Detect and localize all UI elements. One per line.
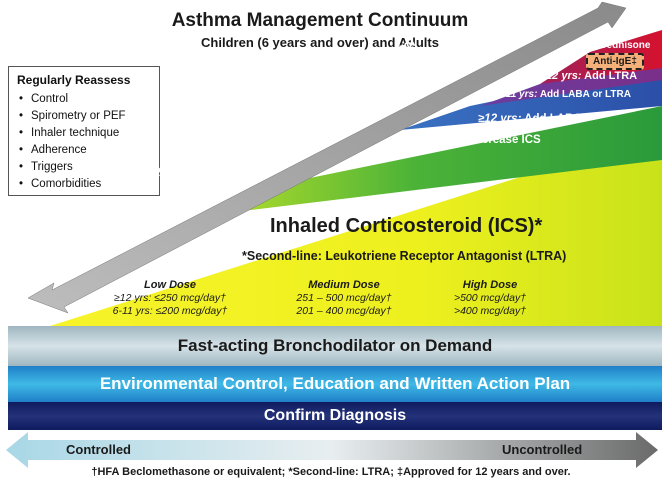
uncontrolled-label: Uncontrolled [502,442,583,457]
page-subtitle: Children (6 years and over) and Adults [201,35,439,50]
dose-line: >400 mcg/day† [453,305,527,317]
dose-high: High Dose >500 mcg/day† >400 mcg/day† [420,279,560,318]
step-laba-age: ≥12 yrs: [478,113,522,125]
step-ics-label: : Increase ICS [464,134,541,146]
dose-heading: Low Dose [144,279,196,291]
dose-line: 6-11 yrs: ≤200 mcg/day† [112,305,228,317]
dose-medium: Medium Dose 251 – 500 mcg/day† 201 – 400… [274,279,414,318]
anti-ige-badge: Anti-IgE‡ [586,53,644,70]
dose-line: ≥12 yrs: ≤250 mcg/day† [114,292,226,304]
adjust-therapy-arrow [27,1,627,314]
step-increase-ics: 6-11 yrs: Increase ICS [422,134,541,146]
step-ltra-age: ≥12 yrs: [540,70,582,82]
dose-heading: Medium Dose [308,279,380,291]
step-ics-age: 6-11 yrs [422,134,465,146]
reassess-list: Control Spirometry or PEF Inhaler techni… [17,91,151,193]
step-ltra-label: Add LTRA [584,70,638,82]
prednisone-label: Prednisone [596,40,651,51]
reassess-item: Inhaler technique [17,125,151,142]
dose-line: 201 – 400 mcg/day† [296,305,392,317]
reassess-title: Regularly Reassess [17,73,131,87]
reassess-item: Comorbidities [17,176,151,193]
step-laba-ltra: 6-11 yrs: Add LABA or LTRA [497,89,631,100]
dose-heading: High Dose [462,279,518,291]
step-laba-ltra-age: 6-11 yrs: [497,89,538,100]
band-fast-acting: Fast-acting Bronchodilator on Demand [8,326,662,366]
dose-line: 251 – 500 mcg/day† [296,292,392,304]
page-title: Asthma Management Continuum [171,10,469,31]
band-confirm-diagnosis: Confirm Diagnosis [8,402,662,430]
reassess-item: Control [17,91,151,108]
ics-title: Inhaled Corticosteroid (ICS)* [270,215,543,237]
step-laba: ≥12 yrs: Add LABA* [478,113,586,125]
reassess-item: Triggers [17,159,151,176]
dose-low: Low Dose ≥12 yrs: ≤250 mcg/day† 6-11 yrs… [100,279,240,318]
dose-line: >500 mcg/day† [453,292,527,304]
ics-wedge [50,132,662,326]
green-band [210,106,662,215]
step-laba-ltra-label: Add LABA or LTRA [539,89,631,100]
control-arrow [6,432,658,468]
step-laba-label: Add LABA* [524,113,587,125]
regularly-reassess-box: Regularly Reassess Control Spirometry or… [8,66,160,196]
controlled-label: Controlled [66,442,131,457]
step-ltra: ≥12 yrs: Add LTRA [540,70,637,82]
reassess-item: Spirometry or PEF [17,108,151,125]
ics-subtitle: *Second-line: Leukotriene Receptor Antag… [242,249,567,263]
reassess-item: Adherence [17,142,151,159]
band-environmental: Environmental Control, Education and Wri… [8,366,662,402]
footnote: †HFA Beclomethasone or equivalent; *Seco… [91,466,571,478]
